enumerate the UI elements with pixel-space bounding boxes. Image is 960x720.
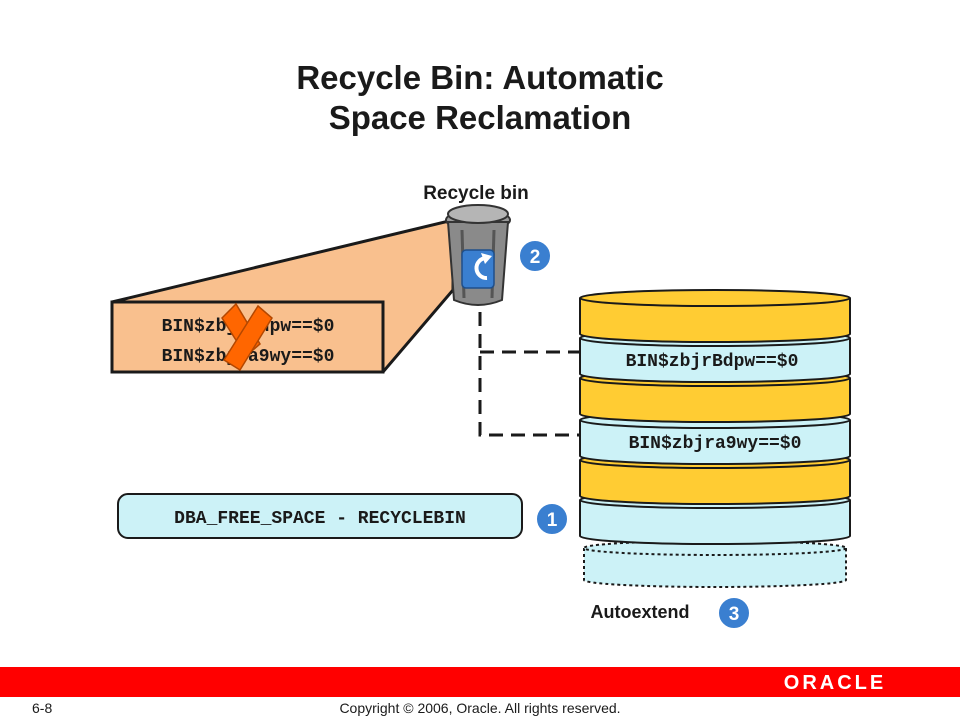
slide-title: Recycle Bin: Automatic Space Reclamation	[0, 58, 960, 138]
copyright-notice: Copyright © 2006, Oracle. All rights res…	[339, 700, 621, 716]
extent-object-2: BIN$zbjra9wy==$0	[629, 434, 802, 454]
step-badge-1: 1	[535, 502, 569, 536]
recycle-bin-label: Recycle bin	[423, 183, 529, 204]
extent-object-1: BIN$zbjrBdpw==$0	[626, 352, 799, 372]
oracle-logo: ORACLE	[784, 672, 886, 694]
used-extent-2	[579, 289, 851, 343]
extent-stack: BIN$zbjra9wy==$0 BIN$zbjrBdpw==$0	[579, 289, 851, 588]
free-space-query-text: DBA_FREE_SPACE - RECYCLEBIN	[174, 509, 466, 529]
step-2-number: 2	[530, 247, 541, 268]
footer-bar	[0, 667, 960, 697]
trash-bin-icon	[445, 204, 511, 306]
page-number: 6-8	[32, 700, 53, 716]
title-line-1: Recycle Bin: Automatic	[296, 59, 664, 96]
autoextend-extent	[583, 540, 847, 588]
step-badge-3: 3	[717, 596, 751, 630]
step-1-number: 1	[547, 510, 558, 531]
cross-icon	[221, 302, 273, 372]
dashed-connectors	[478, 312, 584, 437]
autoextend-label: Autoextend	[591, 602, 690, 622]
title-line-2: Space Reclamation	[328, 99, 632, 136]
connector-to-object-2	[478, 312, 584, 437]
free-space-query-box: DBA_FREE_SPACE - RECYCLEBIN	[117, 493, 523, 539]
dropped-objects-slab: BIN$zbjrBdpw==$0 BIN$zbjra9wy==$0	[110, 218, 455, 374]
step-3-number: 3	[729, 604, 740, 625]
oracle-logo-text: ORACLE	[784, 672, 886, 694]
step-badge-2: 2	[518, 239, 552, 273]
